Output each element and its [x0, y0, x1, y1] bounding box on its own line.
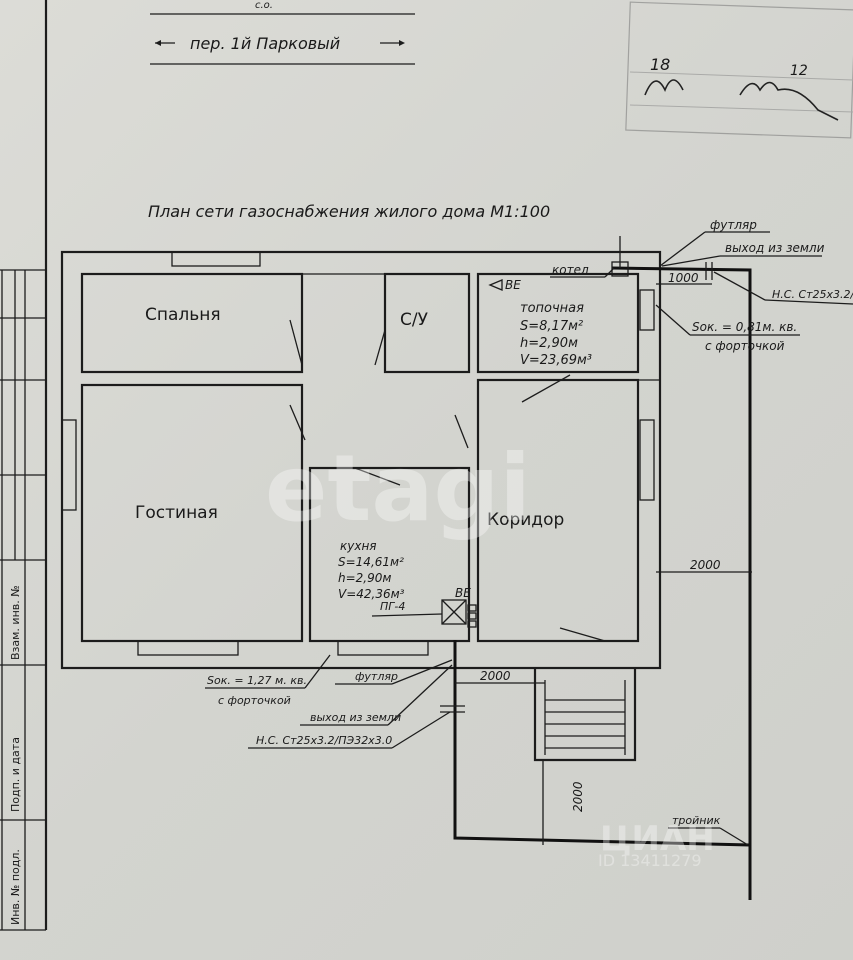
- watermarks: etagi ЦИАН ID 13411279: [265, 435, 715, 870]
- room-living: Гостиная: [135, 503, 218, 523]
- window-top-sub: с форточкой: [705, 339, 785, 353]
- tee-label: тройник: [672, 814, 721, 827]
- svg-text:V=42,36м³: V=42,36м³: [338, 587, 405, 601]
- dim-vertical-2000: 2000: [571, 781, 585, 812]
- annotations: ВЕ котел футляр выход из земли Н.С. Ст25…: [205, 218, 853, 846]
- window-bottom-label: Sок. = 1,27 м. кв.: [207, 674, 307, 687]
- dimensions: 1000 2000 2000 2000: [455, 271, 752, 845]
- ground-exit-top-label: выход из земли: [725, 241, 825, 255]
- street-name: пер. 1й Парковый: [190, 34, 340, 53]
- street-top-label: с.о.: [255, 0, 273, 11]
- case-top-label: футляр: [710, 218, 757, 232]
- dim-1000: 1000: [668, 271, 699, 285]
- watermark-etagi: etagi: [265, 435, 531, 542]
- svg-text:18: 18: [650, 55, 670, 74]
- side-label-inventory: Инв. № подл.: [9, 849, 22, 925]
- svg-text:h=2,90м: h=2,90м: [338, 571, 391, 585]
- watermark-cian: ЦИАН: [600, 819, 715, 859]
- window-top-label: Sок. = 0,81м. кв.: [692, 320, 797, 334]
- case-bottom-label: футляр: [355, 670, 398, 683]
- stove-label: ПГ-4: [380, 600, 405, 613]
- pipe-bottom-label: Н.С. Ст25х3.2/ПЭ32х3.0: [256, 734, 392, 747]
- dim-bottom-2000: 2000: [480, 669, 511, 683]
- dim-right-2000: 2000: [690, 558, 721, 572]
- boiler-label: котел: [552, 263, 589, 277]
- room-kitchen: кухня S=14,61м² h=2,90м V=42,36м³: [338, 539, 405, 601]
- window-bottom-sub: с форточкой: [218, 694, 291, 707]
- svg-text:S=8,17м²: S=8,17м²: [520, 319, 583, 334]
- gas-pipeline: [440, 236, 752, 900]
- side-title-block: Взам. инв. № Подп. и дата Инв. № подл.: [0, 0, 48, 931]
- room-boiler: топочная S=8,17м² h=2,90м V=23,69м³: [520, 301, 592, 368]
- street-block: с.о. пер. 1й Парковый: [150, 0, 415, 65]
- svg-text:S=14,61м²: S=14,61м²: [338, 555, 404, 569]
- stove-icon: [441, 599, 467, 625]
- svg-text:V=23,69м³: V=23,69м³: [520, 353, 592, 368]
- pipe-top-label: Н.С. Ст25х3.2/ПЭ32х3.0: [772, 288, 853, 301]
- porch-stairs: [533, 668, 637, 762]
- svg-text:h=2,90м: h=2,90м: [520, 336, 578, 351]
- room-bedroom: Спальня: [145, 305, 221, 325]
- side-label-replacement: Взам. инв. №: [9, 585, 22, 660]
- room-bathroom: С/У: [400, 310, 429, 330]
- handwritten-signature: 18 12: [644, 55, 839, 121]
- svg-text:12: 12: [790, 63, 808, 79]
- ve-top: ВЕ: [505, 278, 521, 292]
- side-label-signature: Подп. и дата: [9, 737, 22, 812]
- room-corridor: Коридор: [487, 510, 564, 530]
- svg-text:кухня: кухня: [340, 539, 377, 553]
- watermark-id: ID 13411279: [598, 851, 702, 870]
- boiler-icon: [611, 261, 629, 277]
- plan-title: План сети газоснабжения жилого дома М1:1…: [148, 202, 550, 221]
- ground-exit-bottom-label: выход из земли: [310, 711, 401, 724]
- ve-arrow-icon: [488, 279, 503, 291]
- svg-text:топочная: топочная: [520, 301, 584, 316]
- ve-kitchen: ВЕ: [455, 586, 471, 600]
- house-walls: [60, 250, 662, 670]
